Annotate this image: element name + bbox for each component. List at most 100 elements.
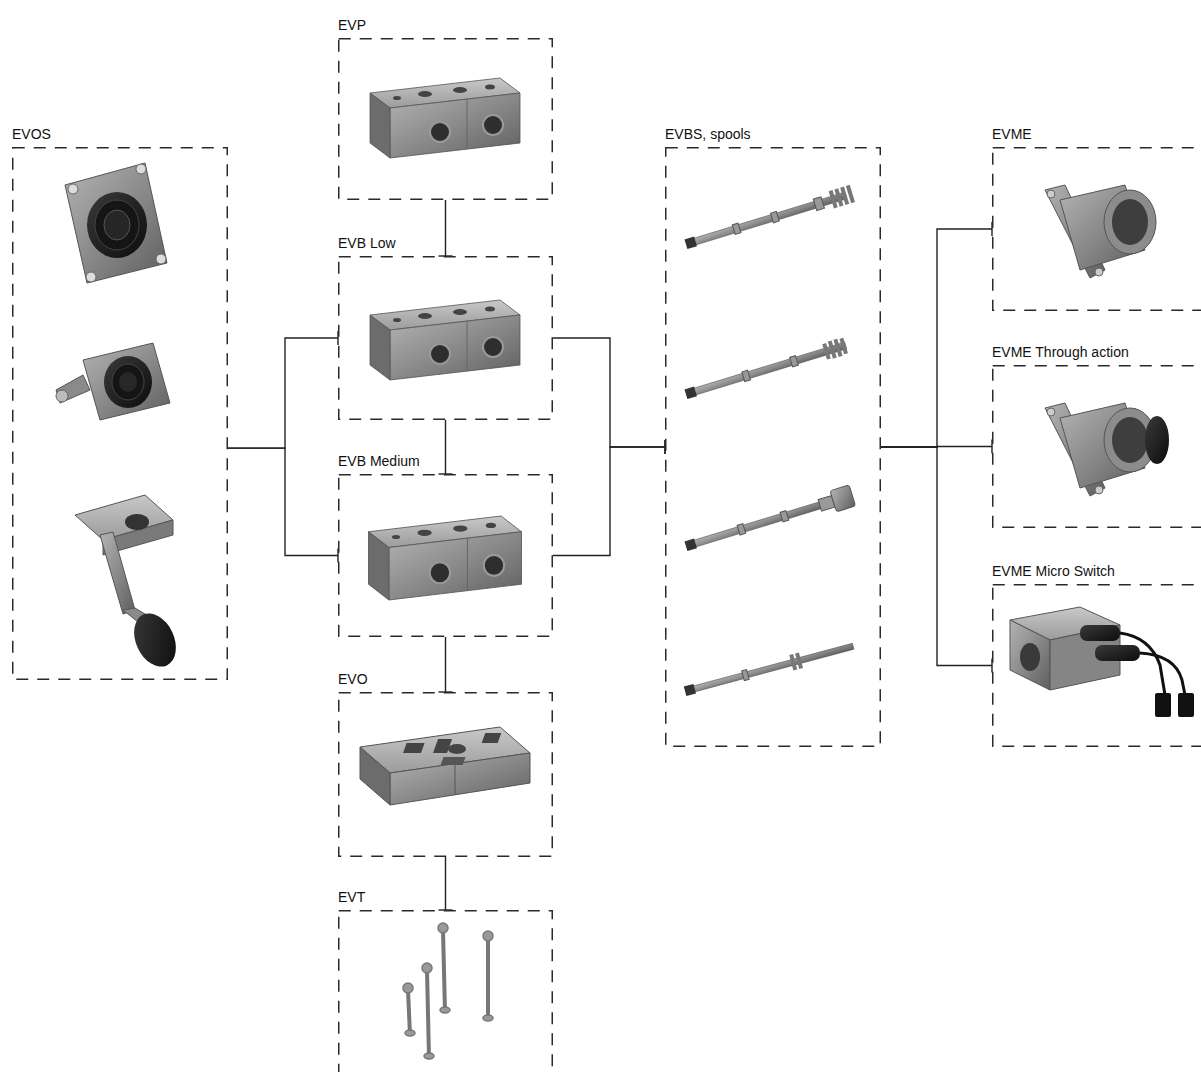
dashed-frame [338,38,553,200]
illustration-part [56,375,90,403]
illustration-part [104,356,152,408]
illustration-part [1010,620,1050,690]
connector-line [445,200,446,256]
end-tick [439,691,453,692]
illustration-part [795,653,803,669]
illustration-part [440,1007,450,1013]
illustration-part [1047,190,1055,198]
spool [683,185,855,253]
illustration-part [737,524,746,535]
illustration-part [1155,693,1171,717]
dashed-frame [338,910,553,1072]
illustration-part [424,1053,434,1059]
component-group: EVO [338,692,553,857]
dashed-frame [12,147,228,680]
illustration-part [1104,190,1156,254]
component-group: EVP [338,38,553,200]
illustration-part [1080,625,1120,641]
illustration-part [1145,416,1169,464]
component-group: EVOS [12,147,228,680]
illustration-part [86,272,96,282]
group-heading: EVME Micro Switch [990,563,1117,579]
illustration-part [95,200,139,250]
group-heading: EVME [990,126,1034,142]
illustration-part [687,499,832,550]
connector-line [228,448,338,555]
group-heading: EVB Low [336,235,398,251]
illustration-part [427,970,429,1058]
component-group: EVB Low [338,256,553,420]
illustration-part [455,765,456,795]
end-tick [664,440,665,454]
illustration-part [483,931,493,941]
connector-line [445,637,446,692]
illustration-part [742,370,751,381]
component-group: EVT [338,910,553,1072]
illustration-part [684,539,696,551]
evb-medium-block [369,516,522,600]
illustration-part [438,923,448,933]
illustration-part [684,387,696,399]
illustration-part [125,514,149,530]
illustration-part [56,390,68,402]
illustration-part [360,747,390,805]
lever-handle [75,495,184,673]
group-heading: EVB Medium [336,453,422,469]
illustration-part [846,185,855,203]
dashed-outline [993,148,1201,311]
connector-line [881,447,992,666]
illustration-part [68,184,78,194]
spool [683,337,848,403]
illustration-part [742,670,749,681]
illustration-part [1178,693,1194,717]
end-tick [991,222,992,236]
illustration-part [1112,417,1148,463]
illustration-part [483,1015,493,1021]
illustration-part [1095,486,1103,494]
dashed-outline [339,693,553,857]
component-group: EVBS, spools [665,147,881,747]
illustration-part [813,197,824,211]
dashed-frame [992,584,1201,747]
dashed-frame [338,256,553,420]
end-tick [991,659,992,673]
illustration-part [687,192,847,247]
dashed-frame [665,147,881,747]
dashed-outline [993,366,1201,528]
illustration-part [87,192,147,258]
end-tick [439,255,453,256]
dashed-outline [993,585,1201,747]
illustration-part [684,684,696,696]
illustration-part [104,210,130,240]
illustration-part [780,511,789,522]
illustration-part [1095,268,1103,276]
illustration-part [686,643,854,693]
dashed-outline [13,148,228,680]
illustration-part [370,78,520,158]
illustration-part [687,342,847,397]
connector-line [445,857,446,910]
illustration-part [369,516,522,600]
illustration-part [403,743,425,753]
tie-bolts [403,923,493,1059]
illustration-part [390,753,530,805]
illustration-part [1020,643,1040,671]
dashed-outline [339,475,553,637]
illustration-part [486,938,490,1020]
illustration-part [136,164,146,174]
illustration-part [441,757,466,765]
illustration-part [126,607,184,674]
illustration-part [119,372,137,392]
end-tick [439,473,453,474]
illustration-part [408,990,410,1035]
illustration-part [65,163,167,283]
illustration-part [839,338,848,354]
dashed-outline [339,257,553,420]
illustration-part [684,237,696,249]
group-heading: EVBS, spools [663,126,753,142]
end-tick [337,331,338,345]
illustration-part [1095,645,1140,661]
group-heading: EVOS [10,126,53,142]
